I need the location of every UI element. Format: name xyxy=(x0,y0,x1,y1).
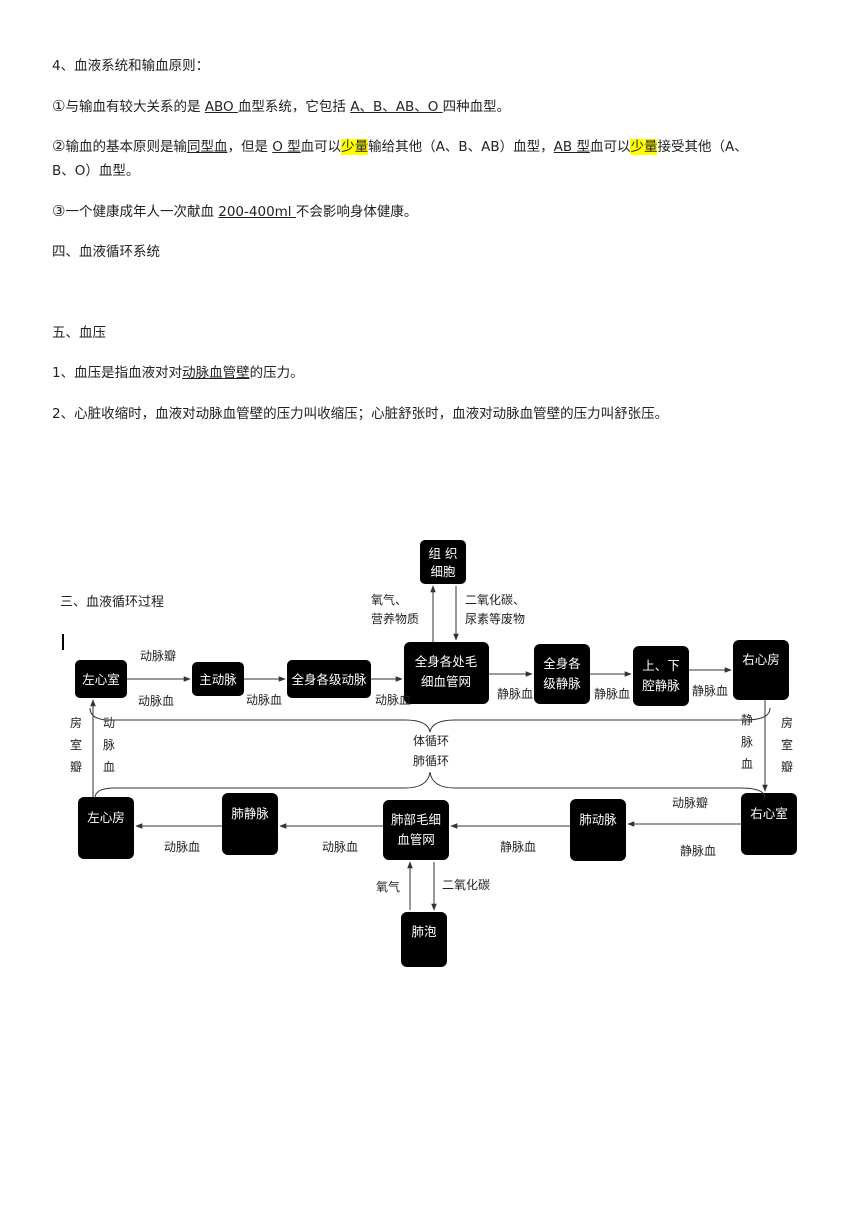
svg-text:静脉血: 静脉血 xyxy=(692,683,728,698)
svg-text:上、下: 上、下 xyxy=(642,658,680,673)
svg-text:肺部毛细: 肺部毛细 xyxy=(391,812,441,827)
svg-text:动脉血: 动脉血 xyxy=(375,692,411,707)
node-left-ventricle: 左心室 xyxy=(75,660,127,698)
label-arterial-valve-2: 动脉瓣 xyxy=(672,795,708,810)
para-transfusion-principle: ②输血的基本原则是输同型血，但是 O 型血可以少量输给其他（A、B、AB）血型，… xyxy=(52,137,748,155)
section-blood-transfusion: 4、血液系统和输血原则： xyxy=(52,58,210,74)
svg-text:右心房: 右心房 xyxy=(742,652,780,667)
para-abo: ①与输血有较大关系的是 ABO 血型系统，它包括 A、B、AB、O 四种血型。 xyxy=(52,97,511,115)
heading-blood-pressure: 五、血压 xyxy=(52,325,106,341)
svg-text:血: 血 xyxy=(103,760,115,774)
svg-text:左心室: 左心室 xyxy=(82,672,120,687)
node-lung-capillaries: 肺部毛细 血管网 xyxy=(383,800,449,860)
circled-number: ① xyxy=(52,97,66,115)
diagram-title: 三、血液循环过程 xyxy=(60,595,164,610)
svg-text:肺动脉: 肺动脉 xyxy=(579,812,617,827)
svg-text:血: 血 xyxy=(741,757,753,771)
svg-text:动脉血: 动脉血 xyxy=(164,839,200,854)
svg-text:室: 室 xyxy=(781,737,793,752)
node-body-veins: 全身各 级静脉 xyxy=(534,644,590,704)
svg-text:肺泡: 肺泡 xyxy=(411,924,437,939)
svg-text:动脉血: 动脉血 xyxy=(322,839,358,854)
highlight: 少量 xyxy=(341,139,369,155)
svg-text:全身各级动脉: 全身各级动脉 xyxy=(291,672,367,687)
label-oxygen-nutrients: 氧气、 xyxy=(371,592,407,607)
svg-text:静脉血: 静脉血 xyxy=(680,843,716,858)
circled-number: ③ xyxy=(52,202,66,220)
arrows xyxy=(89,585,771,911)
svg-text:主动脉: 主动脉 xyxy=(199,672,237,687)
label-venous-blood-vertical: 静 xyxy=(741,713,753,727)
label-venous-blood: 静脉血 xyxy=(497,686,533,701)
label-arterial-blood-vertical: 动 xyxy=(103,716,115,730)
svg-text:细血管网: 细血管网 xyxy=(421,674,471,689)
circled-number: ② xyxy=(52,137,66,155)
label-av-valve-right: 房 xyxy=(781,715,793,730)
svg-text:左心房: 左心房 xyxy=(87,810,125,825)
svg-text:静脉血: 静脉血 xyxy=(500,839,536,854)
svg-text:组 织: 组 织 xyxy=(429,546,458,561)
svg-text:瓣: 瓣 xyxy=(781,760,793,774)
label-pulmonary: 肺循环 xyxy=(413,754,449,768)
svg-text:右心室: 右心室 xyxy=(750,806,788,821)
node-left-atrium: 左心房 xyxy=(78,797,134,859)
node-aorta: 主动脉 xyxy=(192,662,244,696)
heading-circulation: 四、血液循环系统 xyxy=(52,244,160,260)
label-systemic: 体循环 xyxy=(413,734,449,748)
svg-text:腔静脉: 腔静脉 xyxy=(642,678,680,693)
label-arterial-blood: 动脉血 xyxy=(138,693,174,708)
para-bp-definition: 1、血压是指血液对对动脉血管壁的压力。 xyxy=(52,365,304,381)
label-oxygen: 氧气 xyxy=(376,879,400,894)
svg-text:肺静脉: 肺静脉 xyxy=(231,806,269,821)
para-bp-systolic-diastolic: 2、心脏收缩时，血液对动脉血管壁的压力叫收缩压；心脏舒张时，血液对动脉血管壁的压… xyxy=(52,406,669,422)
highlight: 少量 xyxy=(630,139,658,155)
label-co2-waste: 二氧化碳、 xyxy=(465,593,525,607)
svg-text:全身各处毛: 全身各处毛 xyxy=(415,654,478,669)
svg-text:尿素等废物: 尿素等废物 xyxy=(465,611,525,626)
svg-text:级静脉: 级静脉 xyxy=(543,676,581,691)
label-av-valve-left: 房 xyxy=(70,715,82,730)
node-pulmonary-vein: 肺静脉 xyxy=(222,793,278,855)
para-transfusion-principle-cont: B、O）血型。 xyxy=(52,163,140,179)
svg-text:脉: 脉 xyxy=(741,734,753,749)
node-tissue-cells: 组 织 细胞 xyxy=(420,540,466,584)
para-donation: ③一个健康成年人一次献血 200-400ml 不会影响身体健康。 xyxy=(52,202,418,220)
node-body-capillaries: 全身各处毛 细血管网 xyxy=(404,642,489,704)
node-vena-cava: 上、下 腔静脉 xyxy=(633,646,689,706)
node-alveoli: 肺泡 xyxy=(401,912,447,967)
svg-text:全身各: 全身各 xyxy=(543,656,581,671)
svg-text:细胞: 细胞 xyxy=(430,564,456,579)
svg-text:动脉血: 动脉血 xyxy=(246,692,282,707)
svg-text:脉: 脉 xyxy=(103,737,115,752)
label-co2: 二氧化碳 xyxy=(442,878,490,892)
svg-text:血管网: 血管网 xyxy=(397,832,435,847)
label-arterial-valve: 动脉瓣 xyxy=(140,648,176,663)
node-right-atrium: 右心房 xyxy=(733,640,789,700)
node-body-arteries: 全身各级动脉 xyxy=(287,660,371,698)
node-pulmonary-artery: 肺动脉 xyxy=(570,799,626,861)
svg-text:室: 室 xyxy=(70,737,82,752)
node-right-ventricle: 右心室 xyxy=(741,793,797,855)
svg-text:静脉血: 静脉血 xyxy=(594,686,630,701)
svg-text:营养物质: 营养物质 xyxy=(371,611,419,626)
svg-text:瓣: 瓣 xyxy=(70,760,82,774)
